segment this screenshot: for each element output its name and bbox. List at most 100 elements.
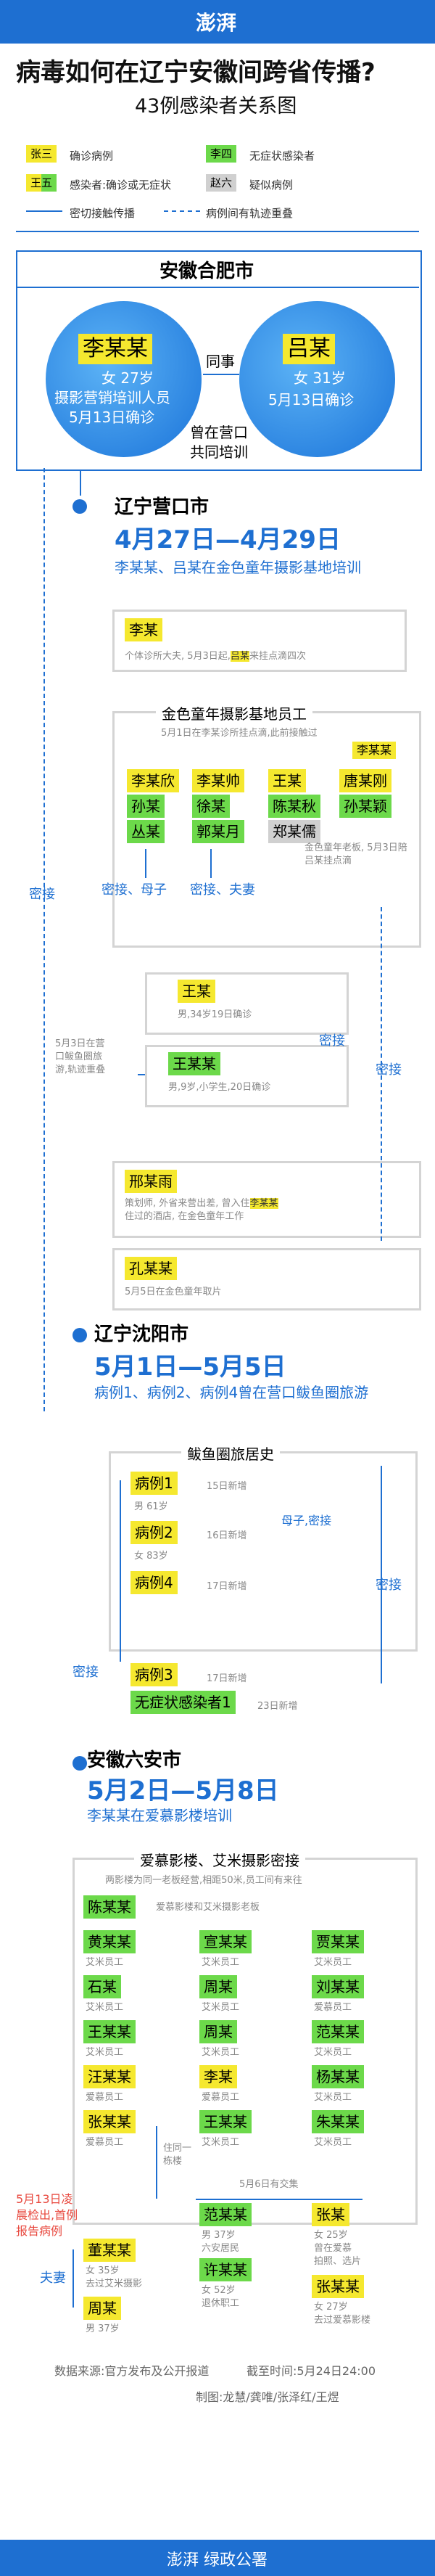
doc-desc-b: 来挂点滴四次: [249, 651, 306, 662]
footer-credits: 制图:龙慧/龚唯/张泽红/王煜: [196, 2390, 339, 2404]
sy-inner-line: [120, 1480, 121, 1662]
wm-connector: [138, 1074, 145, 1075]
luan-p9-desc: 爱慕员工: [86, 2092, 124, 2103]
live-line: [156, 2126, 157, 2199]
staff-4: 孙某: [127, 795, 165, 818]
luan-p1-desc: 艾米员工: [202, 1957, 240, 1968]
staff-3: 唐某刚: [339, 769, 392, 792]
right-dashed: [381, 907, 382, 1241]
luan-p12-desc: 爱慕员工: [86, 2137, 124, 2148]
luan-p13: 王某某: [199, 2110, 252, 2133]
rel-mother-son-sy: 母子,密接: [281, 1514, 332, 1527]
luan-p7-desc: 艾米员工: [202, 2047, 240, 2058]
case-asym: 无症状感染者1: [130, 1691, 236, 1714]
staff-6: 陈某秋: [268, 795, 320, 818]
rel-close-right: 密接: [319, 1033, 345, 1049]
luan-group-title: 爱慕影楼、艾米摄影密接: [134, 1849, 305, 1870]
case-1-info: 男 61岁: [134, 1501, 168, 1512]
doc-desc: 个体诊所大夫, 5月3日起,吕某来挂点滴四次: [125, 650, 306, 663]
boss-name: 陈某某: [83, 1895, 136, 1919]
doc-desc-highlight: 吕某: [230, 651, 249, 662]
base-title: 金色童年摄影基地员工: [156, 702, 312, 723]
legend-zhang: 张三: [26, 145, 57, 163]
side-note: 5月3日在营口鲅鱼圈旅游,轨迹重叠: [55, 1038, 106, 1075]
p2-line2: 5月13日确诊: [268, 391, 355, 409]
zhang1-desc3: 拍照、选片: [314, 2256, 362, 2267]
staff-8: 丛某: [127, 820, 165, 843]
p1-name: 李某某: [78, 334, 152, 364]
legend-solid-line: [26, 210, 62, 212]
rel-close-right2: 密接: [376, 1062, 402, 1078]
base-to-wang: [145, 849, 146, 878]
kong-desc: 5月5日在金色童年取片: [125, 1287, 222, 1297]
wangmoumou-name: 王某某: [168, 1052, 220, 1075]
staff-9: 郭某月: [192, 820, 244, 843]
luan-p6-desc: 艾米员工: [86, 2047, 124, 2058]
wangmou-name: 王某: [178, 980, 215, 1003]
legend-li: 李四: [206, 145, 237, 163]
staff-10: 郑某儒: [268, 820, 320, 843]
case-2-date: 16日新增: [207, 1530, 247, 1541]
case-3: 病例3: [130, 1663, 178, 1686]
staff-2: 王某: [268, 769, 306, 792]
luan-p10: 李某: [199, 2065, 237, 2088]
luan-group-note: 两影楼为同一老板经营,相距50米,员工间有来往: [105, 1875, 302, 1886]
yingkou-city: 辽宁营口市: [115, 496, 210, 518]
base-note-name: 李某某: [352, 742, 397, 759]
zhang1-name: 张某: [312, 2203, 349, 2226]
staff-7: 孙某颖: [339, 795, 392, 818]
case-4-date: 17日新增: [207, 1581, 247, 1592]
shenyang-group-title: 鲅鱼圈旅居史: [181, 1443, 280, 1464]
luan-p2-desc: 艾米员工: [314, 1957, 352, 1968]
luan-p2: 贾某某: [312, 1930, 364, 1953]
base-note: 5月1日在李某诊所挂点滴,此前接触过: [161, 728, 318, 739]
timeline-dot: [72, 499, 87, 514]
fan-desc1: 男 37岁: [202, 2230, 236, 2241]
legend-li-label: 无症状感染者: [249, 149, 315, 163]
luan-p4: 周某: [199, 1975, 237, 1998]
yingkou-desc: 李某某、吕某在金色童年摄影基地培训: [115, 559, 361, 576]
brand-logo: 澎湃: [196, 11, 237, 35]
shenyang-dates: 5月1日—5月5日: [94, 1353, 286, 1382]
case-1: 病例1: [130, 1472, 178, 1495]
contact-line: [196, 2199, 362, 2200]
case-asym-date: 23日新增: [257, 1701, 298, 1712]
p2-name: 吕某: [283, 334, 335, 364]
shenyang-desc: 病例1、病例2、病例4曾在营口鲅鱼圈旅游: [94, 1384, 369, 1401]
xu-desc1: 女 52岁: [202, 2285, 236, 2296]
luan-p14-desc: 艾米员工: [314, 2137, 352, 2148]
xu-name: 许某某: [199, 2258, 252, 2281]
p2-line1: 女 31岁: [294, 369, 346, 387]
luan-p5: 刘某某: [312, 1975, 364, 1998]
p1-circle: [46, 301, 202, 457]
yingkou-dates: 4月27日—4月29日: [115, 525, 341, 554]
hefei-divider: [16, 287, 419, 288]
luan-dates: 5月2日—5月8日: [87, 1776, 279, 1805]
staff-0: 李某欣: [127, 769, 179, 792]
luan-p0: 黄某某: [83, 1930, 136, 1953]
zhang2-desc2: 去过爱慕影楼: [314, 2315, 371, 2326]
rel-couple: 密接、夫妻: [190, 882, 255, 898]
couple-label: 夫妻: [40, 2271, 66, 2286]
luan-p4-desc: 艾米员工: [202, 2002, 240, 2013]
luan-p5-desc: 爱慕员工: [314, 2002, 352, 2013]
luan-p6: 王某某: [83, 2020, 136, 2043]
header-panel: [0, 0, 435, 44]
legend-dashed-label: 病例间有轨迹重叠: [206, 207, 294, 220]
doc-name: 李某: [125, 618, 162, 641]
shenyang-dot: [72, 1328, 87, 1342]
live-together: 住同一栋楼: [163, 2143, 192, 2167]
luan-p3: 石某: [83, 1975, 121, 1998]
legend-zhao: 赵六: [206, 174, 237, 192]
dong-desc2: 去过艾米摄影: [86, 2278, 143, 2289]
xing-desc-1: 策划师, 外省来营出差, 曾入住: [125, 1198, 250, 1209]
wangmou-desc: 男,34岁19日确诊: [178, 1009, 252, 1020]
wangmoumou-desc: 男,9岁,小学生,20日确诊: [168, 1082, 271, 1093]
xing-desc: 策划师, 外省来营出差, 曾入住李某某住过的酒店, 在金色童年工作: [125, 1197, 407, 1223]
dong-desc1: 女 35岁: [86, 2265, 120, 2276]
case-1-date: 15日新增: [207, 1481, 247, 1492]
p2-circle: [239, 301, 395, 457]
legend-dashed-line: [164, 210, 200, 212]
luan-p0-desc: 艾米员工: [86, 1957, 124, 1968]
xing-desc-name: 李某某: [249, 1198, 278, 1209]
